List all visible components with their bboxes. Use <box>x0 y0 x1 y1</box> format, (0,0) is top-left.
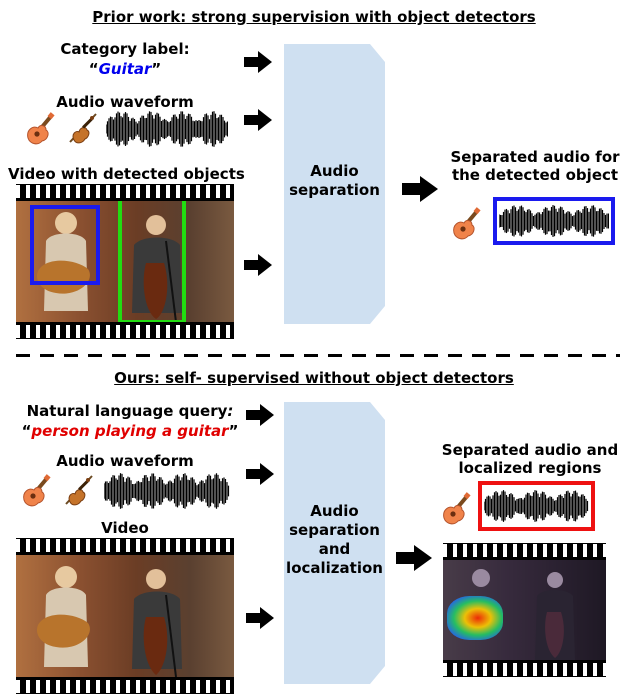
bottom-output-label: Separated audio and localized regions <box>432 441 628 477</box>
category-label: Category label: <box>60 40 190 58</box>
bottom-audio-waveform-label: Audio waveform <box>56 452 194 470</box>
film-perforation-bottom <box>443 663 606 676</box>
film-perforation-bottom <box>16 325 234 338</box>
violin-icon <box>65 475 93 506</box>
waveform-icon <box>484 490 589 522</box>
audio-separation-localization-block-label: Audio separation and localization <box>284 502 385 578</box>
localized-video-frame <box>443 560 606 660</box>
quote-close: ” <box>151 60 162 78</box>
block-line: separation <box>289 181 380 199</box>
arrow-right-icon <box>244 109 272 131</box>
detection-box-guitar <box>30 205 100 285</box>
guitar-icon <box>443 492 472 525</box>
block-line: Audio <box>310 162 359 180</box>
query-label: Natural language query: <box>10 402 250 420</box>
guitar-icon <box>27 112 56 145</box>
top-output-label: Separated audio for the detected object <box>440 148 628 184</box>
quote-open: “ <box>21 422 32 440</box>
arrow-right-icon <box>246 463 274 485</box>
bottom-section-title: Ours: self- supervised without object de… <box>114 369 514 387</box>
separated-audio-box <box>493 197 615 245</box>
block-line: Audio <box>310 502 359 520</box>
musicians-illustration <box>36 212 182 322</box>
section-divider <box>16 354 620 357</box>
bottom-filmstrip <box>16 538 234 694</box>
category-value-line: “Guitar” <box>20 60 230 78</box>
query-value: person playing a guitar <box>31 422 229 440</box>
output-line: Separated audio and <box>441 441 619 459</box>
film-perforation-top <box>16 539 234 552</box>
localization-heatmap <box>447 596 503 640</box>
block-line: separation <box>289 521 380 539</box>
top-video-frame <box>16 201 234 322</box>
arrow-right-icon <box>246 607 274 629</box>
waveform-icon <box>104 473 230 509</box>
block-line: localization <box>286 559 383 577</box>
top-section-title: Prior work: strong supervision with obje… <box>92 8 536 26</box>
arrow-right-icon <box>402 176 438 202</box>
localized-filmstrip <box>443 543 606 677</box>
detection-box-cello <box>118 201 186 322</box>
film-perforation-bottom <box>16 680 234 693</box>
violin-icon <box>69 113 97 144</box>
audio-separation-block <box>284 44 385 324</box>
query-value-line: “person playing a guitar” <box>10 422 250 440</box>
bottom-video-frame <box>16 555 234 677</box>
output-line: Separated audio for <box>450 148 620 166</box>
top-audio-waveform-label: Audio waveform <box>56 93 194 111</box>
guitar-icon <box>453 207 482 240</box>
arrow-right-icon <box>396 545 432 571</box>
top-filmstrip <box>16 184 234 339</box>
waveform-icon <box>499 205 609 237</box>
guitar-icon <box>23 474 52 507</box>
top-video-label: Video with detected objects <box>8 165 245 183</box>
category-value: Guitar <box>98 60 152 78</box>
bottom-video-label: Video <box>101 519 149 537</box>
separated-audio-box <box>478 481 595 531</box>
audio-separation-localization-block <box>284 402 385 684</box>
arrow-right-icon <box>246 404 274 426</box>
musicians-illustration <box>36 566 182 677</box>
waveform-icon <box>106 111 228 147</box>
film-perforation-top <box>16 185 234 198</box>
film-perforation-top <box>443 544 606 557</box>
block-line: and <box>318 540 351 558</box>
quote-open: “ <box>88 60 99 78</box>
arrow-right-icon <box>244 51 272 73</box>
audio-separation-block-label: Audio separation <box>284 162 385 200</box>
arrow-right-icon <box>244 254 272 276</box>
query-colon: : <box>227 402 234 420</box>
output-line: localized regions <box>458 459 602 477</box>
musicians-illustration <box>472 569 575 660</box>
quote-close: ” <box>228 422 239 440</box>
query-label-text: Natural language query <box>26 402 228 420</box>
output-line: the detected object <box>451 166 619 184</box>
